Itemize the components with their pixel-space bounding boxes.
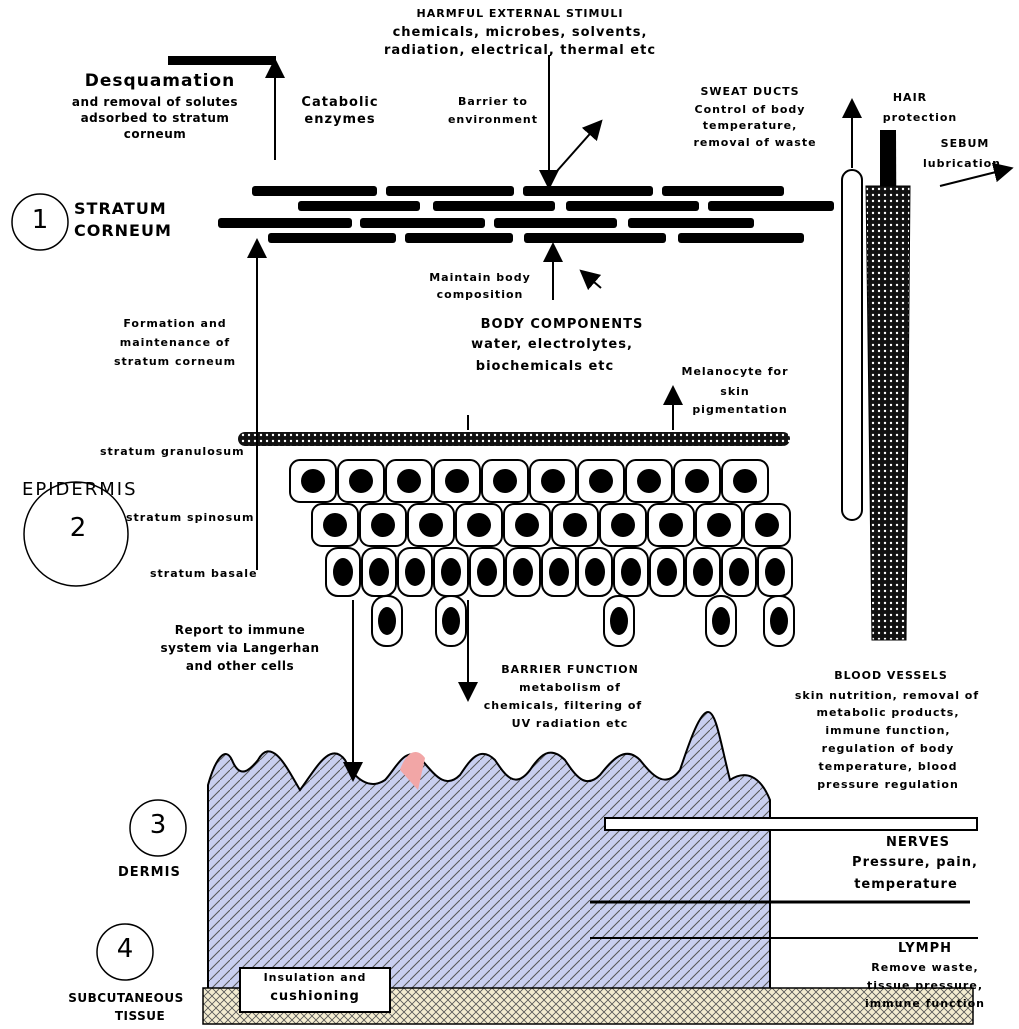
- sweat-duct: [842, 108, 862, 520]
- blood-line-2: metabolic products,: [778, 707, 998, 720]
- dermis-label: DERMIS: [118, 866, 181, 881]
- blood-line-4: regulation of body: [778, 743, 998, 756]
- maintain-line-1: Maintain body: [410, 272, 550, 285]
- lymph-title: LYMPH: [870, 942, 980, 957]
- immune-line-2: system via Langerhan: [120, 642, 360, 656]
- immune-line-3: and other cells: [130, 660, 350, 674]
- barrier-function-line-1: metabolism of: [470, 682, 670, 695]
- stratum-corneum-layer: [218, 186, 834, 243]
- body-components-title: BODY COMPONENTS: [462, 318, 662, 333]
- granulosum-label: stratum granulosum: [100, 446, 245, 459]
- sweat-line-1: Control of body: [670, 104, 830, 117]
- lymph-line-1: Remove waste,: [860, 962, 990, 975]
- external-stimuli-desc-1: chemicals, microbes, solvents,: [340, 26, 700, 41]
- formation-line-2: maintenance of: [95, 337, 255, 350]
- blood-line-5: temperature, blood: [778, 761, 998, 774]
- nerves-line-1: Pressure, pain,: [820, 856, 1010, 871]
- desquamation-line-3: corneum: [40, 128, 270, 142]
- formation-line-3: stratum corneum: [95, 356, 255, 369]
- external-stimuli-desc-2: radiation, electrical, thermal etc: [330, 44, 710, 59]
- sebum-line-1: lubrication: [905, 158, 1019, 171]
- epidermis-label: EPIDERMIS: [22, 480, 138, 501]
- blood-line-3: immune function,: [778, 725, 998, 738]
- immune-line-1: Report to immune: [130, 624, 350, 638]
- dermis-layer: [208, 712, 770, 1010]
- barrier-line-1: Barrier to: [438, 96, 548, 109]
- insulation-line-1: Insulation and: [242, 972, 388, 985]
- stratum-corneum-label-1: STRATUM: [74, 200, 167, 218]
- epidermal-cells: [290, 460, 794, 646]
- blood-line-1: skin nutrition, removal of: [758, 690, 1016, 703]
- stratum-corneum-label-2: CORNEUM: [74, 222, 172, 240]
- melanocyte-line-3: pigmentation: [670, 404, 810, 417]
- catabolic-line-2: enzymes: [285, 113, 395, 128]
- desquamation-line-2: adsorbed to stratum: [40, 112, 270, 126]
- nerves-line-2: temperature: [826, 878, 986, 893]
- layer-number-2: 2: [60, 513, 96, 543]
- layer-number-3: 3: [140, 810, 176, 840]
- insulation-line-2: cushioning: [242, 990, 388, 1005]
- subcutaneous-label-1: SUBCUTANEOUS: [46, 992, 206, 1006]
- basale-label: stratum basale: [150, 568, 258, 581]
- maintain-line-2: composition: [410, 289, 550, 302]
- catabolic-line-1: Catabolic: [285, 96, 395, 111]
- body-components-line-2: biochemicals etc: [455, 360, 635, 375]
- nerves-title: NERVES: [858, 836, 978, 851]
- desquamation-line-1: and removal of solutes: [40, 96, 270, 110]
- hair-title: HAIR: [870, 92, 950, 105]
- body-components-line-1: water, electrolytes,: [442, 338, 662, 353]
- layer-number-1: 1: [22, 205, 58, 235]
- barrier-function-line-2: chemicals, filtering of: [448, 700, 678, 713]
- blood-title: BLOOD VESSELS: [816, 670, 966, 683]
- melanocyte-line-2: skin: [685, 386, 785, 399]
- layer-number-circles: [12, 194, 186, 980]
- barrier-function-title: BARRIER FUNCTION: [470, 664, 670, 677]
- external-stimuli-title: HARMFUL EXTERNAL STIMULI: [360, 8, 680, 21]
- desquamated-flake: [168, 56, 276, 65]
- barrier-function-line-3: UV radiation etc: [470, 718, 670, 731]
- sweat-line-2: temperature,: [670, 120, 830, 133]
- barrier-line-2: environment: [438, 114, 548, 127]
- blood-line-6: pressure regulation: [768, 779, 1008, 792]
- subcutaneous-label-2: TISSUE: [80, 1010, 200, 1024]
- layer-number-4: 4: [107, 934, 143, 964]
- lymph-line-2: tissue pressure,: [850, 980, 1000, 993]
- formation-line-1: Formation and: [95, 318, 255, 331]
- stratum-granulosum-layer: [238, 432, 790, 446]
- lymph-line-3: immune function: [850, 998, 1000, 1011]
- sebum-title: SEBUM: [920, 138, 1010, 151]
- spinosum-label: stratum spinosum: [126, 512, 254, 525]
- hair-line-1: protection: [860, 112, 980, 125]
- sweat-line-3: removal of waste: [670, 137, 840, 150]
- hair-shaft: [866, 130, 1004, 640]
- melanocyte-line-1: Melanocyte for: [665, 366, 805, 379]
- sweat-title: SWEAT DUCTS: [670, 86, 830, 99]
- desquamation-title: Desquamation: [60, 72, 260, 92]
